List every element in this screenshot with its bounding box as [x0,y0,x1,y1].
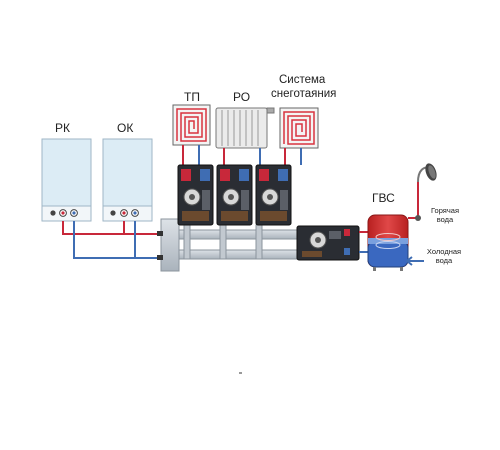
label-gvs: ГВС [372,191,395,205]
pump-module-3 [255,164,292,226]
label-tp: ТП [184,90,200,104]
boiler-pipes [62,221,160,259]
arrow-left-icon [405,256,424,266]
snow-melting-system [279,107,319,165]
boiler-rk [41,138,92,222]
radiator-ro [215,107,275,165]
label-ok: ОК [117,121,134,135]
label-snow-line1: Система [279,74,326,86]
dhw-pipes [359,231,368,253]
manifold [157,218,298,272]
label-rk: РК [55,121,70,135]
pump-module-1 [177,164,214,226]
label-snow-line2: снеготаяния [271,88,337,100]
shower-icon [425,163,437,181]
pump-module-2 [216,164,253,226]
dhw-tank [367,214,409,271]
floor-heating-tp [172,104,211,165]
dhw-pump-module [296,225,360,261]
label-hot-water: Горячая вода [430,206,460,224]
label-cold-water: Холодная вода [426,247,462,265]
hot-water-line [408,166,431,221]
stray-mark [239,372,242,374]
boiler-ok [102,138,153,222]
label-ro: РО [233,90,251,104]
